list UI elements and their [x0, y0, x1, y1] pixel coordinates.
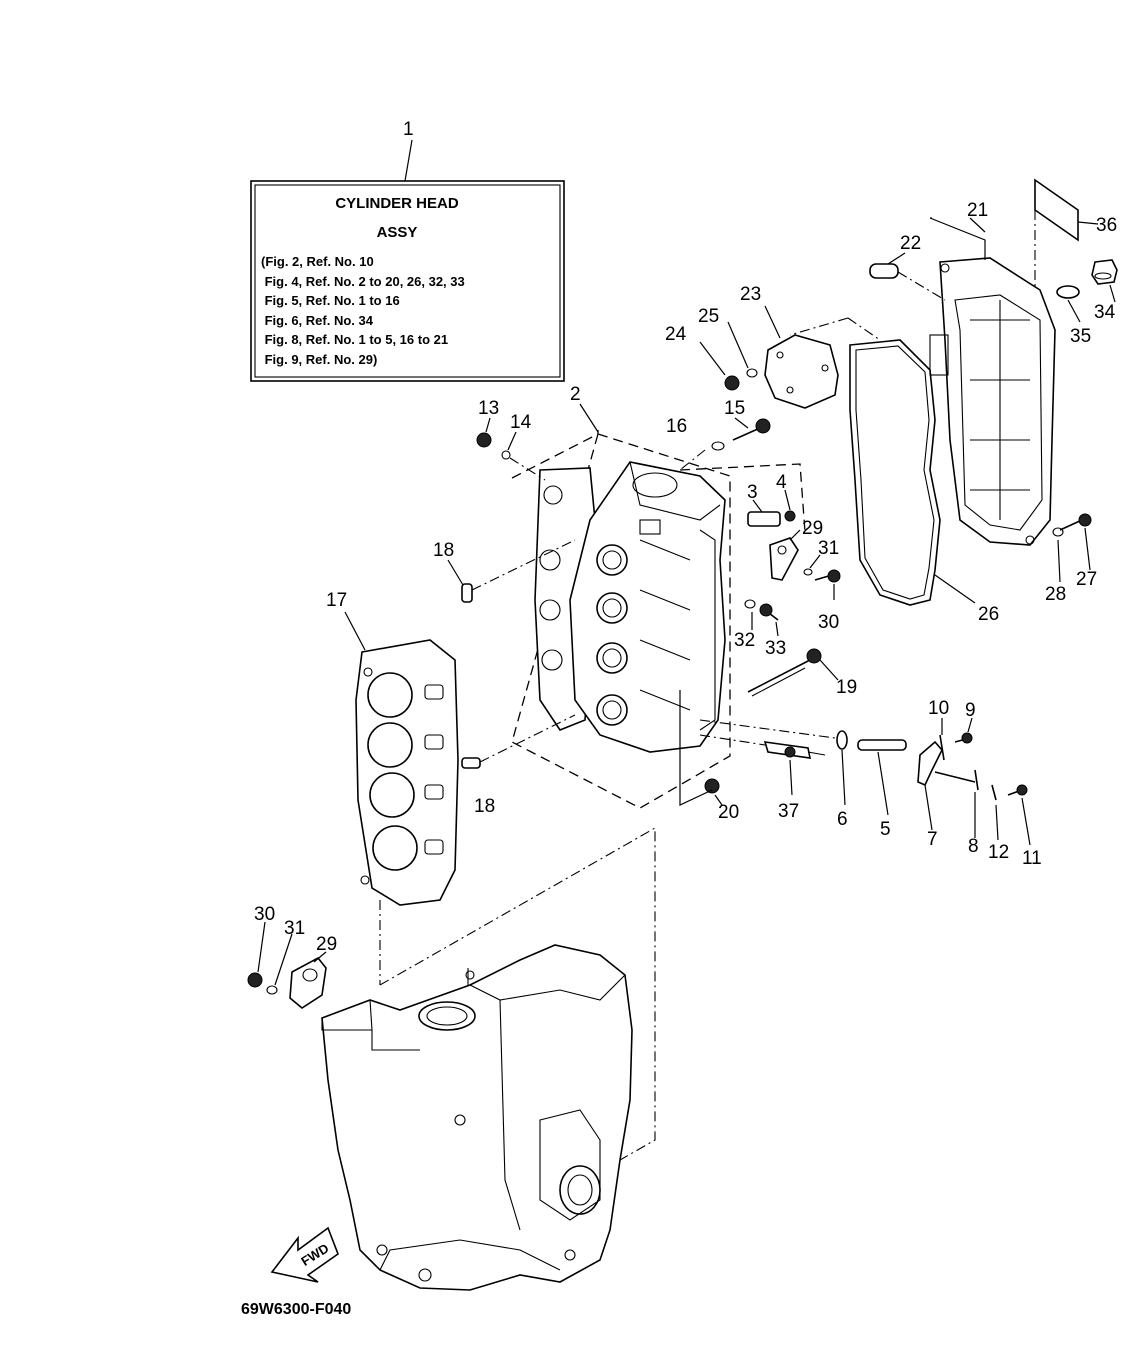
callout-31-lower: 31 — [284, 918, 305, 939]
callout-6: 6 — [837, 809, 848, 830]
sensor-37 — [699, 734, 826, 796]
callout-3: 3 — [747, 482, 758, 503]
callout-12: 12 — [988, 842, 1009, 863]
bolt-13 — [476, 417, 546, 481]
spring-10 — [939, 718, 945, 761]
o-ring-35 — [1056, 285, 1081, 323]
bolt-15 — [679, 417, 771, 471]
callout-labels: 1 2 3 4 5 6 7 8 9 10 11 12 13 14 15 16 1… — [254, 119, 1117, 955]
callout-32: 32 — [734, 630, 755, 651]
callout-24: 24 — [665, 324, 687, 345]
cylinder-head-assembly-outline — [511, 403, 806, 809]
bolt-27 — [1052, 513, 1092, 583]
forward-arrow-icon: FWD — [270, 1226, 339, 1283]
callout-17: 17 — [326, 590, 347, 611]
callout-22: 22 — [900, 233, 921, 254]
callout-15: 15 — [724, 398, 745, 419]
decal — [1034, 178, 1099, 290]
bolt-20 — [679, 690, 723, 806]
callout-19: 19 — [836, 677, 857, 698]
callout-31-upper: 31 — [818, 538, 839, 559]
seal-6 — [699, 719, 848, 806]
callout-10: 10 — [928, 698, 949, 719]
screw-30-lower — [247, 921, 293, 995]
clip-12 — [991, 784, 999, 841]
assy-ref-line: Fig. 5, Ref. No. 1 to 16 — [261, 293, 400, 308]
callout-37: 37 — [778, 801, 799, 822]
bracket-29-upper — [769, 529, 801, 581]
callout-1: 1 — [403, 119, 414, 140]
callout-18-lower: 18 — [474, 796, 495, 817]
callout-36: 36 — [1096, 215, 1117, 236]
callout-33: 33 — [765, 638, 786, 659]
cylinder-head — [569, 461, 726, 753]
callout-25: 25 — [698, 306, 719, 327]
callout-7: 7 — [927, 829, 938, 850]
callout-20: 20 — [718, 802, 739, 823]
screw-11 — [1007, 784, 1031, 846]
assy-ref-line: Fig. 4, Ref. No. 2 to 20, 26, 32, 33 — [261, 274, 465, 289]
assy-ref-line: Fig. 9, Ref. No. 29) — [261, 352, 377, 367]
callout-29-lower: 29 — [316, 934, 337, 955]
lever-7 — [917, 740, 943, 831]
callout-34: 34 — [1094, 302, 1116, 323]
assy-ref-line: Fig. 6, Ref. No. 34 — [261, 313, 374, 328]
callout-29-upper: 29 — [802, 518, 823, 539]
callout-8: 8 — [968, 836, 979, 857]
callout-27: 27 — [1076, 569, 1097, 590]
assy-title-line1: CYLINDER HEAD — [335, 195, 459, 212]
cylinder-block — [321, 827, 656, 1291]
bolt-24 — [699, 321, 758, 391]
assembly-info-box: CYLINDER HEAD ASSY (Fig. 2, Ref. No. 10 … — [250, 139, 565, 382]
callout-11: 11 — [1022, 848, 1042, 869]
cover-plate — [764, 305, 839, 409]
assy-title-line2: ASSY — [377, 224, 418, 241]
diagram-code: 69W6300-F040 — [241, 1301, 351, 1318]
callout-26: 26 — [978, 604, 999, 625]
callout-2: 2 — [570, 384, 581, 405]
bolt-33 — [744, 599, 779, 637]
callout-4: 4 — [776, 472, 787, 493]
bracket-29-lower — [289, 951, 327, 1009]
screw-30-upper — [803, 554, 841, 600]
callout-5: 5 — [880, 819, 891, 840]
link-8 — [934, 769, 979, 838]
assy-ref-line: (Fig. 2, Ref. No. 10 — [261, 254, 374, 269]
callout-28: 28 — [1045, 584, 1066, 605]
callout-18-upper: 18 — [433, 540, 454, 561]
exhaust-cover — [929, 217, 1056, 546]
callout-14: 14 — [510, 412, 532, 433]
callout-30-lower: 30 — [254, 904, 275, 925]
callout-9: 9 — [965, 700, 976, 721]
bolt-19 — [747, 648, 839, 697]
assy-ref-line: Fig. 8, Ref. No. 1 to 5, 16 to 21 — [261, 332, 448, 347]
cap-34 — [1091, 259, 1118, 303]
thermostat-housing-plug — [747, 489, 796, 527]
head-gasket — [344, 611, 459, 906]
shaft-5 — [857, 739, 907, 816]
cover-gasket — [789, 317, 976, 606]
dowel-pin-upper — [447, 539, 576, 603]
callout-35: 35 — [1070, 326, 1091, 347]
callout-13: 13 — [478, 398, 499, 419]
callout-16: 16 — [666, 416, 687, 437]
screw-9 — [954, 717, 973, 744]
pin-22 — [869, 252, 946, 301]
dowel-pin-lower — [461, 714, 576, 769]
callout-21: 21 — [967, 200, 988, 221]
callout-23: 23 — [740, 284, 761, 305]
callout-30-upper: 30 — [818, 612, 839, 633]
